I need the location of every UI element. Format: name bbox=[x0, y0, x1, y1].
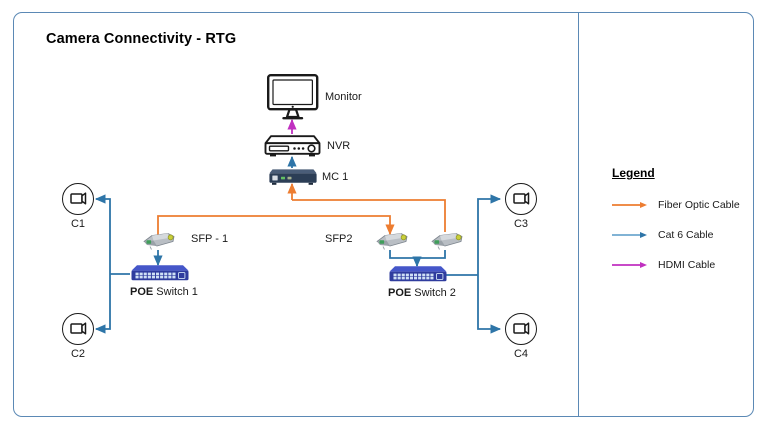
sfp-transceiver-icon bbox=[431, 233, 463, 250]
network-switch-icon bbox=[389, 266, 447, 282]
camera-c2-node[interactable] bbox=[62, 313, 94, 345]
camera-c2-label: C2 bbox=[70, 348, 86, 360]
legend-item-fiber-optic: Fiber Optic Cable bbox=[612, 194, 752, 216]
legend: Legend Fiber Optic Cable Cat 6 Cable bbox=[612, 166, 752, 284]
poe-switch-1-node[interactable] bbox=[130, 264, 189, 282]
sfp1-label: SFP - 1 bbox=[191, 233, 229, 245]
legend-label-hdmi: HDMI Cable bbox=[658, 259, 716, 271]
poe-switch-2-label-rest: Switch 2 bbox=[411, 287, 456, 299]
camera-c1-node[interactable] bbox=[62, 183, 94, 215]
legend-title: Legend bbox=[612, 166, 655, 180]
legend-label-fiber-optic: Fiber Optic Cable bbox=[658, 199, 740, 211]
mc1-label: MC 1 bbox=[322, 171, 349, 183]
camera-icon bbox=[513, 322, 530, 335]
legend-divider bbox=[578, 13, 579, 416]
monitor-label: Monitor bbox=[325, 91, 362, 103]
network-switch-icon bbox=[131, 265, 189, 281]
camera-icon bbox=[70, 322, 87, 335]
sfp2-label: SFP2 bbox=[325, 233, 353, 245]
sfp2-node[interactable] bbox=[374, 230, 408, 250]
camera-c4-label: C4 bbox=[513, 348, 529, 360]
camera-c3-node[interactable] bbox=[505, 183, 537, 215]
arrow-line-icon bbox=[612, 259, 648, 271]
sfp-transceiver-icon bbox=[143, 233, 175, 250]
arrow-line-icon bbox=[612, 199, 648, 211]
monitor-node[interactable] bbox=[267, 74, 319, 120]
sfp3-node[interactable] bbox=[429, 230, 463, 250]
media-converter-icon bbox=[269, 169, 317, 185]
nvr-icon bbox=[264, 135, 321, 157]
camera-icon bbox=[70, 192, 87, 205]
camera-c1-label: C1 bbox=[70, 218, 86, 230]
nvr-node[interactable] bbox=[263, 134, 322, 158]
legend-item-cat6: Cat 6 Cable bbox=[612, 224, 752, 246]
poe-switch-1-label-bold: POE bbox=[130, 286, 154, 298]
poe-switch-2-label-bold: POE bbox=[388, 287, 412, 299]
nvr-label: NVR bbox=[327, 140, 351, 152]
legend-label-cat6: Cat 6 Cable bbox=[658, 229, 714, 241]
sfp1-node[interactable] bbox=[141, 230, 175, 250]
poe-switch-2-label: POE Switch 2 bbox=[388, 287, 456, 299]
poe-switch-2-node[interactable] bbox=[388, 265, 447, 283]
poe-switch-1-label: POE Switch 1 bbox=[130, 286, 198, 298]
page-title: Camera Connectivity - RTG bbox=[46, 31, 237, 47]
mc1-node[interactable] bbox=[267, 168, 318, 186]
monitor-icon bbox=[267, 74, 319, 120]
poe-switch-1-label-rest: Switch 1 bbox=[153, 286, 198, 298]
camera-c4-node[interactable] bbox=[505, 313, 537, 345]
sfp-transceiver-icon bbox=[376, 233, 408, 250]
legend-item-hdmi: HDMI Cable bbox=[612, 254, 752, 276]
arrow-line-icon bbox=[612, 229, 648, 241]
camera-icon bbox=[513, 192, 530, 205]
camera-c3-label: C3 bbox=[513, 218, 529, 230]
